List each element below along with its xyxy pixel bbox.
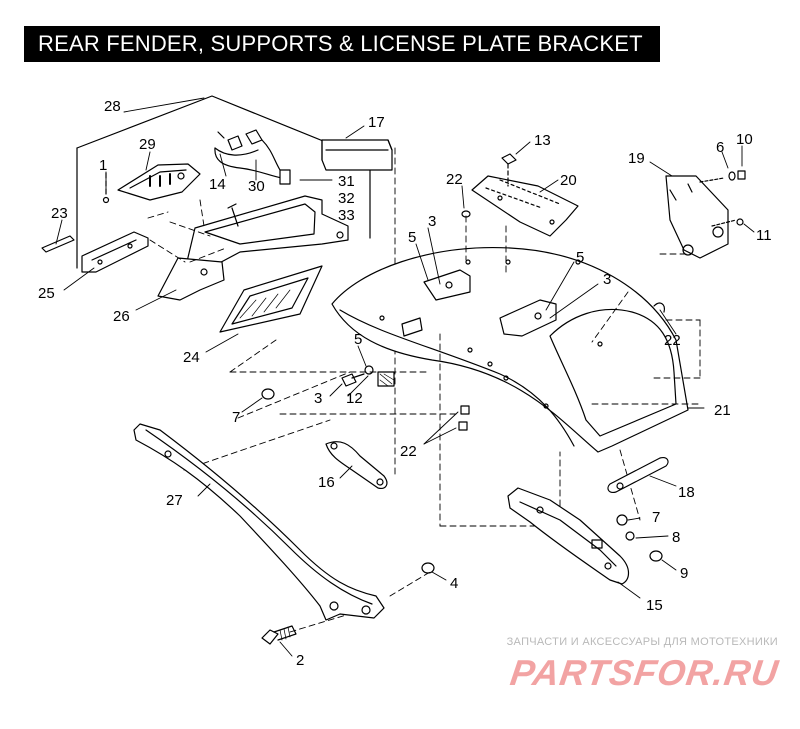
bolt-2: [261, 625, 297, 645]
bushing-7-right: [616, 514, 628, 526]
callout-25: 25: [38, 285, 55, 302]
side-support-15: [507, 487, 630, 585]
plate-frame-24: [219, 265, 323, 333]
callout-16: 16: [318, 474, 335, 491]
nut-9: [649, 550, 663, 562]
strut-18: [607, 457, 669, 493]
leader-lines: [55, 97, 755, 657]
callout-8: 8: [672, 529, 680, 546]
callout-5-left: 5: [408, 229, 416, 246]
screw-11: [736, 218, 744, 226]
callout-22-center: 22: [400, 443, 417, 460]
callout-4: 4: [450, 575, 458, 592]
callout-9: 9: [680, 565, 688, 582]
callout-7-right: 7: [652, 509, 660, 526]
strut-16: [325, 441, 388, 489]
callout-11: 11: [756, 227, 772, 244]
callout-31: 31: [338, 173, 355, 190]
callout-22-top: 22: [446, 171, 463, 188]
callout-5-right: 5: [576, 249, 584, 266]
callout-23: 23: [51, 205, 68, 222]
screw-13: [501, 153, 517, 187]
washer-5: [364, 365, 374, 375]
clip-22-right: [653, 302, 665, 313]
callout-33: 33: [338, 207, 355, 224]
license-bracket-26: [184, 195, 349, 271]
callout-6: 6: [716, 139, 724, 156]
callout-20: 20: [560, 172, 577, 189]
callout-26: 26: [113, 308, 130, 325]
callout-19: 19: [628, 150, 645, 167]
watermark-logo: PARTSFOR.RU: [507, 652, 781, 693]
screw-3: [341, 373, 365, 387]
plate-holder-25: [81, 231, 149, 273]
callout-labels: 28 29 1 23 25 26 14 30 31 32 33 17 24 13…: [38, 98, 772, 669]
washer-6: [728, 171, 736, 181]
watermark: ЗАПЧАСТИ И АКСЕССУАРЫ ДЛЯ МОТОТЕХНИКИ PA…: [506, 636, 781, 694]
callout-32: 32: [338, 190, 355, 207]
callout-3-center: 3: [314, 390, 322, 407]
callout-18: 18: [678, 484, 695, 501]
callout-27: 27: [166, 492, 183, 509]
callout-3-left: 3: [428, 213, 436, 230]
rear-fender-21: [331, 246, 689, 453]
callout-13: 13: [534, 132, 551, 149]
callout-29: 29: [139, 136, 156, 153]
watermark-tagline: ЗАПЧАСТИ И АКСЕССУАРЫ ДЛЯ МОТОТЕХНИКИ: [506, 636, 778, 648]
callout-7-left: 7: [232, 409, 240, 426]
bracket-28-outline: [76, 95, 371, 269]
bracket-19: [665, 175, 737, 259]
callout-2: 2: [296, 652, 304, 669]
bushing-7: [261, 388, 275, 400]
nut-10: [737, 170, 746, 180]
taillight-lens-29: [117, 163, 201, 201]
wiring-harness-14: [214, 129, 291, 185]
callout-5-center: 5: [354, 331, 362, 348]
callout-15: 15: [646, 597, 663, 614]
license-light-17: [321, 139, 393, 171]
callout-14: 14: [209, 176, 226, 193]
callout-3-right: 3: [603, 271, 611, 288]
diagram-title: REAR FENDER, SUPPORTS & LICENSE PLATE BR…: [38, 31, 643, 56]
reflector-23: [41, 235, 75, 253]
spacer-8: [625, 531, 635, 541]
reflector-12: [377, 371, 395, 387]
washer-22-top: [461, 210, 471, 218]
callout-17: 17: [368, 114, 385, 131]
top-plate-20: [471, 175, 579, 237]
callout-24: 24: [183, 349, 200, 366]
callout-28: 28: [104, 98, 121, 115]
nuts-22-center: [458, 405, 470, 431]
callout-30: 30: [248, 178, 265, 195]
callout-12: 12: [346, 390, 363, 407]
callout-21: 21: [714, 402, 731, 419]
nut-4: [421, 562, 435, 574]
callout-10: 10: [736, 131, 753, 148]
callout-1: 1: [99, 157, 107, 174]
title-bar: REAR FENDER, SUPPORTS & LICENSE PLATE BR…: [24, 26, 660, 62]
callout-22-right: 22: [664, 332, 681, 349]
